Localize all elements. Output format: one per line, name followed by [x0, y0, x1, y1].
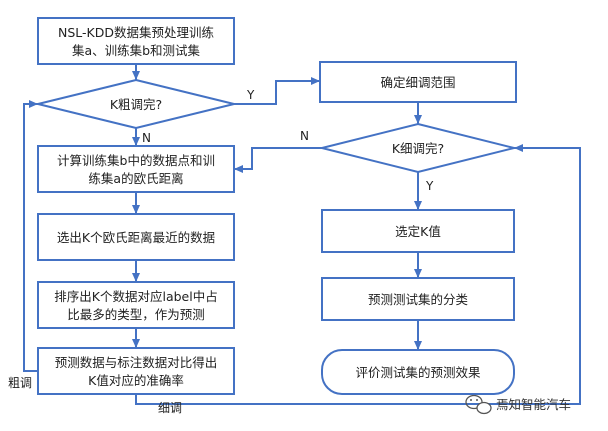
sort-predict-box: 排序出K个数据对应label中占 比最多的类型，作为预测: [37, 281, 235, 329]
select-k-nearest-label: 选出K个欧氏距离最近的数据: [57, 230, 215, 245]
fine-yes-label: Y: [425, 179, 434, 193]
coarse-yes-arrow: [234, 77, 320, 105]
watermark-text: 焉知智能汽车: [496, 397, 571, 412]
fine-no-label: N: [300, 129, 309, 143]
fine-decision-label: K细调完?: [392, 141, 444, 156]
coarse-loop-arrow: [23, 100, 38, 372]
compare-accuracy-line2: K值对应的准确率: [88, 373, 184, 388]
wechat-icon: [465, 394, 492, 415]
calc-distance-box: 计算训练集b中的数据点和训 练集a的欧氏距离: [37, 145, 235, 193]
calc-distance-line2: 练集a的欧氏距离: [88, 171, 183, 186]
coarse-no-label: N: [142, 131, 151, 145]
start-box: NSL-KDD数据集预处理训练 集a、训练集b和测试集: [37, 17, 235, 65]
fine-range-box: 确定细调范围: [319, 61, 517, 103]
fine-no-arrow: [234, 147, 322, 173]
sort-predict-line2: 比最多的类型，作为预测: [67, 307, 205, 322]
start-label-line2: 集a、训练集b和测试集: [72, 43, 201, 58]
coarse-yes-label: Y: [246, 88, 255, 102]
fine-range-label: 确定细调范围: [380, 75, 455, 90]
fine-loop-arrow: [135, 144, 581, 405]
compare-accuracy-box: 预测数据与标注数据对比得出 K值对应的准确率: [37, 347, 235, 395]
coarse-loop-label: 粗调: [8, 376, 32, 390]
fine-loop-label: 细调: [158, 401, 182, 415]
fine-decision-diamond: K细调完?: [321, 122, 515, 174]
predict-test-label: 预测测试集的分类: [368, 292, 469, 307]
sort-predict-line1: 排序出K个数据对应label中占: [54, 289, 217, 304]
choose-k-box: 选定K值: [321, 209, 515, 253]
coarse-decision-label: K粗调完?: [110, 97, 162, 112]
evaluate-label: 评价测试集的预测效果: [355, 365, 481, 380]
evaluate-box: 评价测试集的预测效果: [321, 349, 515, 395]
predict-test-box: 预测测试集的分类: [321, 277, 515, 321]
coarse-decision-diamond: K粗调完?: [37, 78, 235, 130]
choose-k-label: 选定K值: [395, 224, 441, 239]
start-label-line1: NSL-KDD数据集预处理训练: [58, 25, 214, 40]
calc-distance-line1: 计算训练集b中的数据点和训: [57, 153, 215, 168]
watermark: 焉知智能汽车: [465, 394, 571, 415]
select-k-nearest-box: 选出K个欧氏距离最近的数据: [37, 213, 235, 261]
compare-accuracy-line1: 预测数据与标注数据对比得出: [55, 355, 218, 370]
